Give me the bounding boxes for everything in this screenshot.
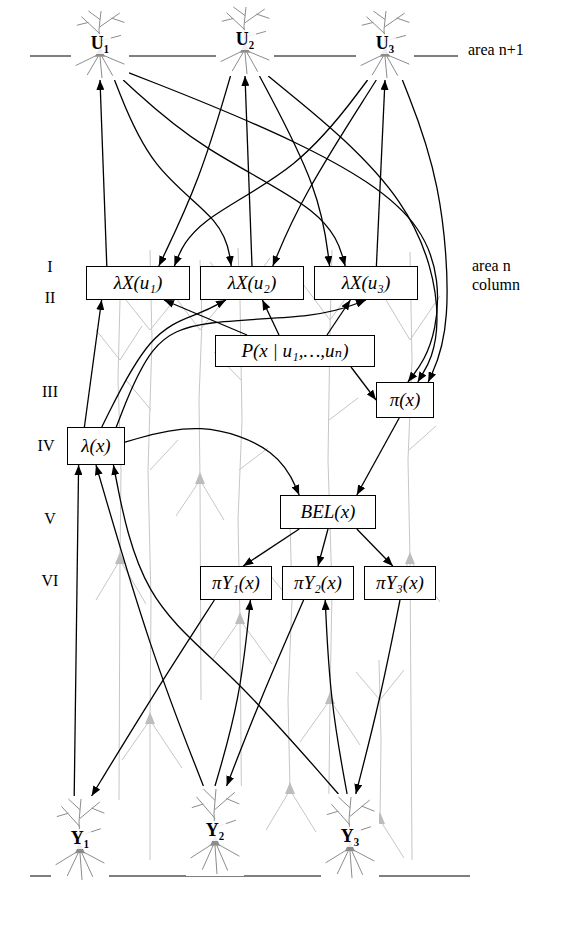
neuron-drawing — [191, 789, 240, 874]
message-box: πY₂(x) — [282, 566, 354, 600]
message-box: π(x) — [376, 382, 434, 418]
message-arrow — [115, 80, 232, 266]
neuron-drawing — [326, 797, 375, 878]
neuron-label: Y₂ — [204, 821, 226, 841]
formula-text: λX(u₃) — [342, 272, 391, 294]
layer-numeral: IV — [36, 436, 57, 455]
message-arrow — [243, 529, 299, 566]
message-arrow — [102, 300, 226, 427]
formula-text: λX(u₂) — [228, 272, 277, 294]
message-arrow — [174, 80, 367, 266]
neuron-drawing — [76, 11, 125, 78]
message-arrow — [123, 80, 345, 266]
neuron-node: Y₂ — [186, 786, 244, 876]
message-box: πY₃(x) — [364, 566, 436, 600]
area-label: area n column — [470, 256, 529, 294]
formula-text: BEL(x) — [301, 501, 356, 523]
message-arrow — [164, 300, 247, 335]
message-arrow — [159, 76, 231, 266]
neuron-label: Y₁ — [69, 829, 91, 849]
message-arrow — [74, 465, 78, 796]
neuron-drawing — [56, 799, 105, 880]
message-arrow — [357, 529, 393, 566]
formula-text: πY₁(x) — [212, 572, 260, 594]
layer-numeral: V — [42, 509, 58, 528]
message-arrow — [325, 600, 347, 794]
neuron-node: Y₃ — [321, 794, 379, 880]
message-arrow — [356, 600, 400, 794]
formula-text: P(x | u₁,…,uₙ) — [241, 340, 348, 362]
message-arrow — [318, 529, 328, 566]
neuron-node: Y₁ — [51, 796, 109, 882]
message-arrow — [96, 465, 203, 786]
message-box: πY₁(x) — [200, 566, 272, 600]
neuron-label: U₂ — [234, 30, 256, 50]
formula-text: π(x) — [390, 389, 421, 411]
layer-numeral: VI — [40, 571, 61, 590]
message-arrow — [100, 80, 107, 266]
message-arrow — [260, 76, 330, 266]
neuron-drawing — [361, 11, 410, 78]
layer-numeral: III — [40, 382, 60, 401]
message-box: λ(x) — [67, 427, 125, 465]
message-box: λX(u₂) — [200, 266, 304, 300]
layer-numeral: I — [45, 257, 54, 276]
neuron-label: U₃ — [374, 34, 396, 54]
message-arrow — [327, 300, 350, 335]
message-box: λX(u₁) — [86, 266, 190, 300]
message-arrow — [351, 367, 376, 400]
message-box: λX(u₃) — [314, 266, 418, 300]
formula-text: λX(u₁) — [114, 272, 163, 294]
message-arrow — [357, 418, 399, 495]
neuron-node: U₂ — [216, 4, 274, 76]
message-arrow — [273, 80, 377, 266]
neuron-node: U₁ — [71, 8, 129, 80]
formula-text: πY₂(x) — [294, 572, 342, 594]
message-box: BEL(x) — [280, 495, 376, 529]
neuron-label: U₁ — [89, 34, 111, 54]
message-box: P(x | u₁,…,uₙ) — [215, 335, 375, 367]
area-boundary-lines — [30, 56, 470, 876]
neuron-node: U₃ — [356, 8, 414, 80]
neuron-drawing — [221, 7, 270, 74]
message-arrow — [376, 80, 385, 266]
column-neurons — [96, 248, 440, 872]
column-somata — [115, 472, 415, 824]
layer-numeral: II — [43, 288, 58, 307]
message-arrow — [129, 73, 438, 382]
message-arrow — [84, 300, 101, 427]
message-arrow — [125, 429, 299, 495]
area-label: area n+1 — [466, 40, 526, 59]
formula-text: πY₃(x) — [376, 572, 424, 594]
message-arrow — [402, 80, 447, 382]
formula-text: λ(x) — [81, 435, 110, 457]
message-arrow — [215, 600, 250, 786]
neuron-label: Y₃ — [339, 827, 361, 847]
